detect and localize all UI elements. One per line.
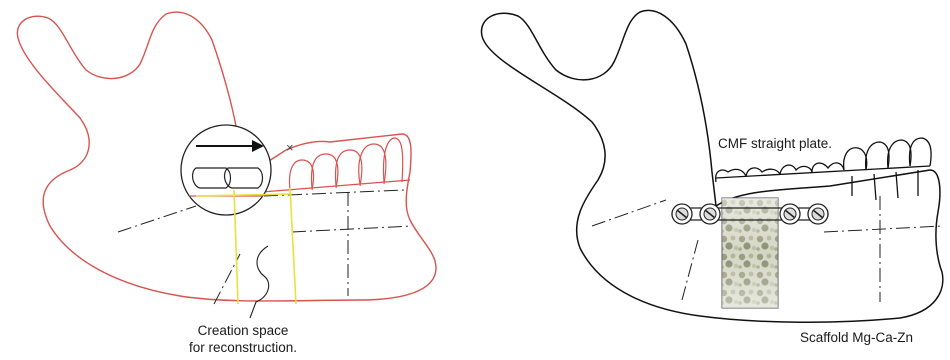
cut-line-right bbox=[290, 188, 296, 304]
left-mandible: × bbox=[17, 12, 436, 318]
screw-2 bbox=[700, 204, 720, 224]
cmf-plate-label: CMF straight plate. bbox=[718, 135, 832, 152]
screw-3 bbox=[780, 204, 800, 224]
left-tooth-1 bbox=[290, 160, 314, 190]
scaffold-label: Scaffold Mg-Ca-Zn bbox=[800, 329, 913, 346]
right-tooth-roots bbox=[852, 170, 918, 200]
right-tooth-8 bbox=[910, 138, 932, 166]
left-tooth-5 bbox=[383, 138, 402, 182]
right-tooth-6 bbox=[866, 142, 889, 170]
right-tooth-5 bbox=[844, 148, 867, 170]
creation-space-label: Creation space for reconstruction. bbox=[168, 322, 318, 356]
scaffold-block bbox=[722, 198, 778, 308]
left-tooth-4 bbox=[359, 144, 386, 184]
creation-space-label-line1: Creation space bbox=[168, 322, 318, 339]
right-mandible bbox=[481, 10, 942, 322]
left-tooth-3 bbox=[336, 150, 362, 186]
screw-1 bbox=[672, 204, 692, 224]
x-mark: × bbox=[286, 140, 294, 155]
creation-space-leader bbox=[250, 246, 269, 318]
right-tooth-7 bbox=[888, 140, 911, 168]
left-teeth bbox=[262, 138, 410, 192]
creation-space-label-line2: for reconstruction. bbox=[168, 339, 318, 356]
left-tooth-2 bbox=[312, 154, 338, 188]
screw-4 bbox=[808, 204, 828, 224]
right-tooth-1 bbox=[716, 169, 746, 182]
right-mandible-outline bbox=[481, 10, 942, 322]
magnifier-circle bbox=[181, 125, 272, 215]
left-axis-lines bbox=[118, 190, 412, 304]
